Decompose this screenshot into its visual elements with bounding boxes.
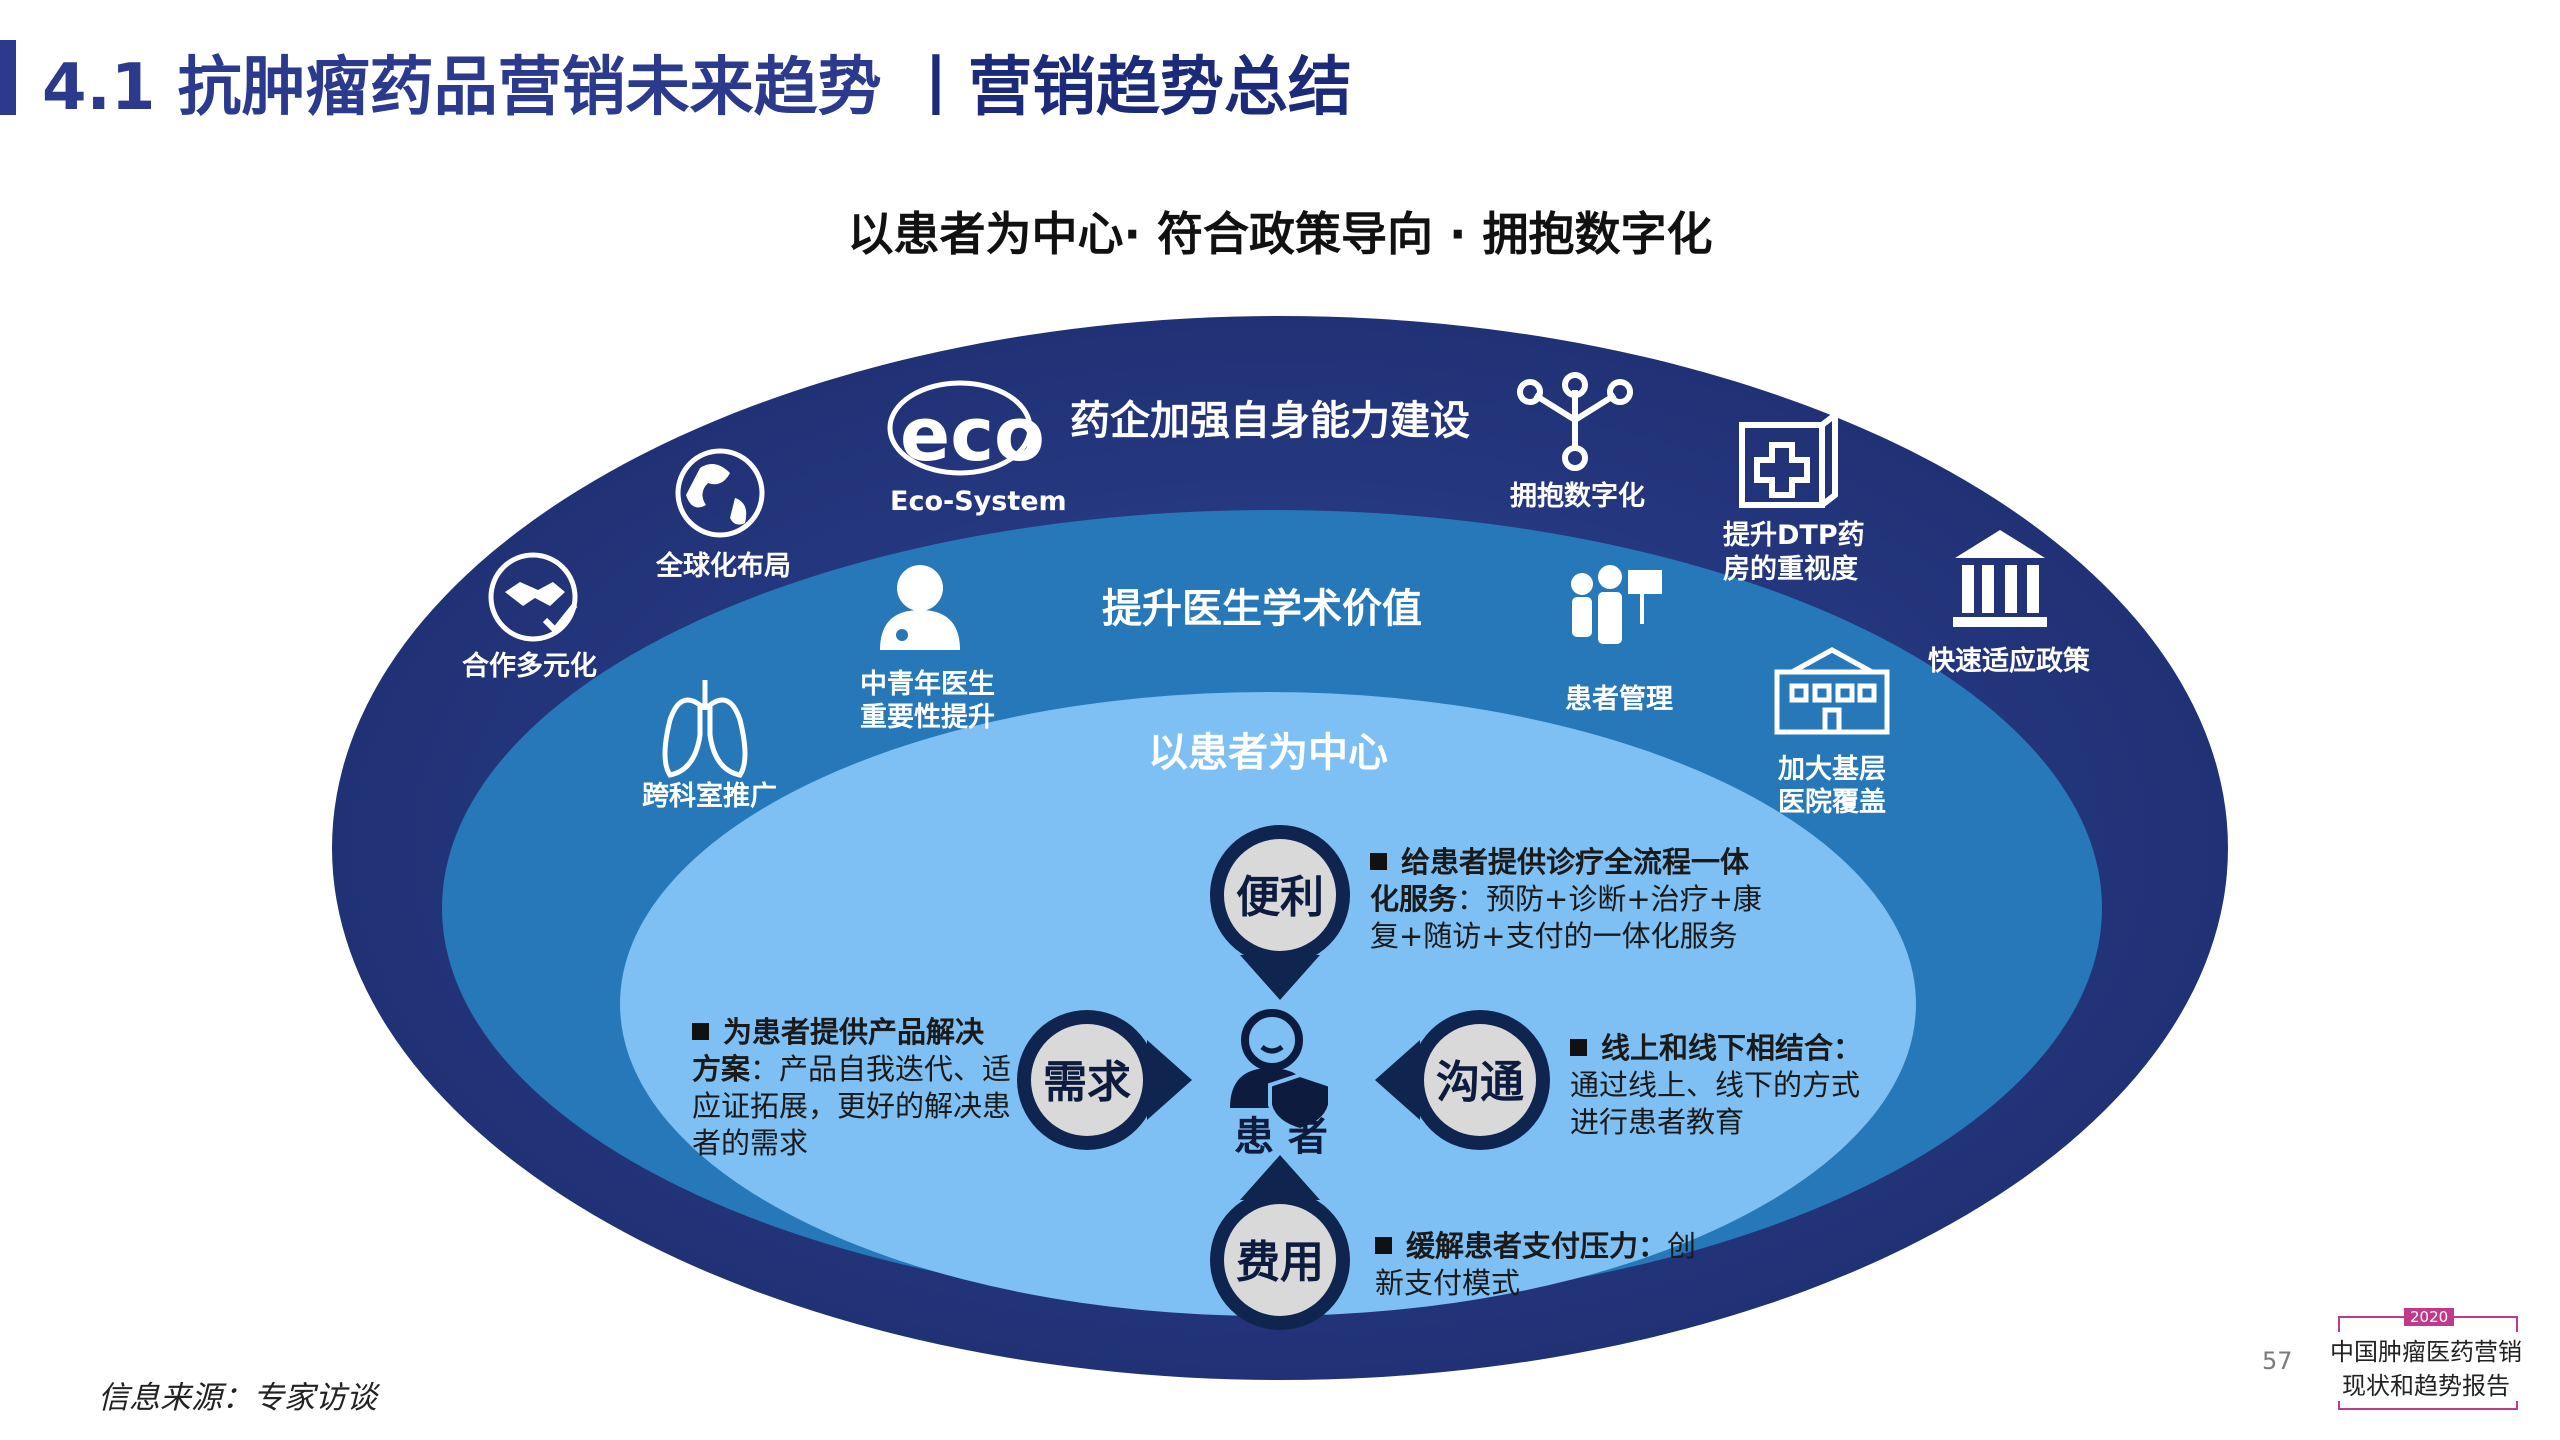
dtp-label-line2: 房的重视度 [1723,553,1858,585]
inner-ring [620,692,1916,1316]
young-doctor-label-line1: 中青年医生 [860,668,995,700]
dtp-label-line1: 提升DTP药 [1723,520,1865,551]
doctor-icon [880,565,960,650]
report-logo: 2020 中国肿瘤医药营销 现状和趋势报告 [2320,1308,2532,1410]
pharmacy-cross-icon [1739,408,1838,508]
patient-label: 患 者 [1234,1114,1328,1160]
title-accent-bar [0,40,16,115]
eco-logo-icon: eco [887,380,1045,478]
cost-label: 费用 [1236,1237,1324,1288]
eco-logo-text: eco [900,392,1045,478]
cost-note-text: 创新支付模式 [1375,1229,1697,1300]
page-title: 4.1 抗肿瘤药品营销未来趋势 丨营销趋势总结 [42,36,1352,128]
cross-department-label: 跨科室推广 [642,780,777,812]
globe-icon [675,448,765,538]
title-separator: 丨 [903,51,968,125]
patient-icon [1230,1009,1332,1133]
government-building-icon [1953,530,2047,627]
convenience-pin: 便利 [1210,825,1350,1000]
demand-note-bold: 为患者提供产品解决方案 [692,1015,985,1086]
cooperation-label: 合作多元化 [462,650,597,682]
demand-note-text: ：产品自我迭代、适应证拓展，更好的解决患者的需求 [692,1052,1012,1160]
primary-hospital-label-line1: 加大基层 [1778,754,1886,785]
eco-system-caption: Eco-System [890,486,1067,517]
convenience-note-bold: 给患者提供诊疗全流程一体化服务 [1370,845,1750,916]
communication-note: 线上和线下相结合：通过线上、线下的方式进行患者教育 [1570,1030,1870,1141]
cost-note-bold: 缓解患者支付压力： [1406,1229,1668,1263]
bullet-square-icon [1370,853,1387,870]
communication-note-text: 通过线上、线下的方式进行患者教育 [1570,1068,1861,1139]
young-doctor-label-line2: 重要性提升 [860,702,995,733]
title-section: 4.1 抗肿瘤药品营销未来趋势 [42,51,882,125]
source-note: 信息来源：专家访谈 [98,1380,377,1416]
patient-management-label: 患者管理 [1565,684,1673,715]
diagram-subtitle: 以患者为中心· 符合政策导向 · 拥抱数字化 [847,207,1713,261]
communication-note-bold: 线上和线下相结合： [1601,1031,1863,1065]
network-icon [1517,372,1633,471]
demand-note: 为患者提供产品解决方案：产品自我迭代、适应证拓展，更好的解决患者的需求 [692,1014,1012,1162]
cost-pin: 费用 [1210,1155,1350,1330]
convenience-note-text: ：预防+诊断+治疗+康复+随访+支付的一体化服务 [1370,882,1762,953]
bullet-square-icon [1570,1039,1587,1056]
primary-hospital-label-line2: 医院覆盖 [1778,786,1886,818]
hospital-building-icon [1774,647,1890,735]
communication-label: 沟通 [1436,1057,1524,1108]
bullet-square-icon [1375,1237,1392,1254]
handshake-icon [488,552,578,642]
logo-line2: 现状和趋势报告 [2328,1366,2524,1401]
policy-label: 快速适应政策 [1928,645,2091,677]
global-label: 全球化布局 [655,550,791,582]
convenience-note: 给患者提供诊疗全流程一体化服务：预防+诊断+治疗+康复+随访+支付的一体化服务 [1370,844,1770,955]
title-topic: 营销趋势总结 [967,51,1352,125]
digital-label: 拥抱数字化 [1510,480,1645,512]
demand-pin: 需求 [1017,1010,1192,1150]
lungs-icon [662,680,748,778]
people-group-icon [1571,565,1662,644]
page-number: 57 [2262,1347,2293,1375]
bullet-square-icon [692,1023,709,1040]
logo-line1: 中国肿瘤医药营销 [2328,1332,2524,1367]
inner-ring-label: 以患者为中心 [1148,730,1388,776]
logo-year: 2020 [2404,1308,2455,1326]
cost-note: 缓解患者支付压力：创新支付模式 [1375,1228,1705,1302]
demand-label: 需求 [1043,1057,1131,1108]
communication-pin: 沟通 [1375,1010,1550,1150]
convenience-label: 便利 [1236,872,1324,923]
middle-ring-label: 提升医生学术价值 [1102,586,1422,632]
outer-ring-label: 药企加强自身能力建设 [1070,398,1470,444]
